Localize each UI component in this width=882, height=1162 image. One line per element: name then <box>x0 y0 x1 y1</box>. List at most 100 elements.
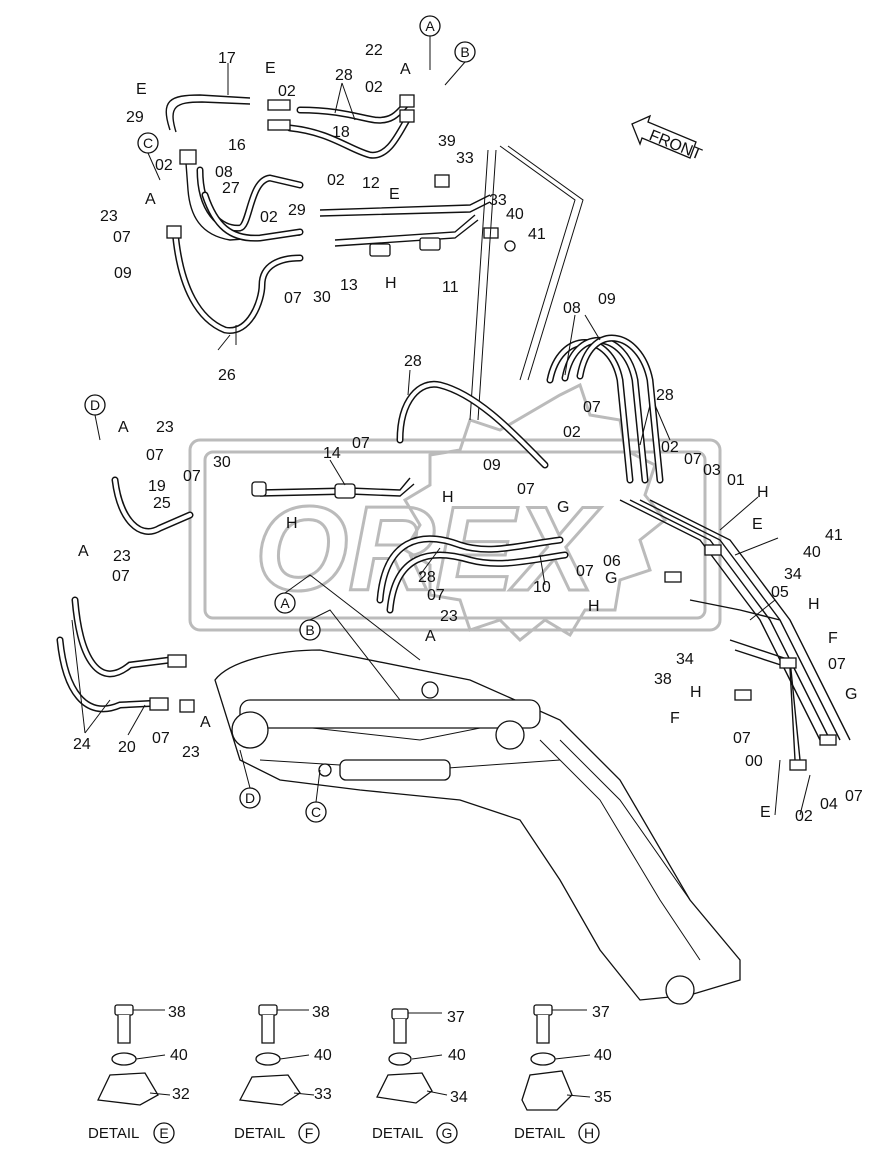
detail-washer-label: 40 <box>594 1047 612 1064</box>
detail-f: 38 40 33 DETAIL F <box>234 1004 332 1144</box>
detail-letter: G <box>442 1125 453 1141</box>
circle-ref-a-top: A <box>425 18 435 34</box>
part-label: 28 <box>335 67 353 84</box>
part-label: E <box>760 804 771 821</box>
detail-clamp-label: 32 <box>172 1086 190 1103</box>
boom-structure <box>214 649 741 1005</box>
part-label: 12 <box>362 175 380 192</box>
part-label: 07 <box>583 399 601 416</box>
detail-washer-label: 40 <box>448 1047 466 1064</box>
part-label: G <box>605 570 617 587</box>
part-label: 07 <box>733 730 751 747</box>
part-label: 07 <box>352 435 370 452</box>
part-label: A <box>200 714 211 731</box>
detail-bolt-label: 37 <box>592 1004 610 1021</box>
front-arrow: FRONT <box>631 114 705 164</box>
detail-clamp-label: 35 <box>594 1089 612 1106</box>
part-label: 07 <box>684 451 702 468</box>
part-label: 02 <box>260 209 278 226</box>
part-label: 29 <box>288 202 306 219</box>
part-label: 28 <box>418 569 436 586</box>
circle-ref-a-mid: A <box>280 595 290 611</box>
part-label: 07 <box>152 730 170 747</box>
part-label: 23 <box>113 548 131 565</box>
front-arrow-label: FRONT <box>647 127 705 163</box>
part-label: 07 <box>576 563 594 580</box>
part-label: 25 <box>153 495 171 512</box>
detail-bolt-label: 38 <box>168 1004 186 1021</box>
part-label: 09 <box>483 457 501 474</box>
detail-h: 37 40 35 DETAIL H <box>514 1004 612 1144</box>
part-label: 28 <box>656 387 674 404</box>
part-label: 07 <box>183 468 201 485</box>
circle-ref-c-bottom: C <box>311 804 321 820</box>
part-label: 02 <box>795 808 813 825</box>
circle-refs: A B C D A B D C <box>84 15 476 823</box>
detail-caption: DETAIL <box>88 1125 139 1142</box>
part-label: 07 <box>284 290 302 307</box>
detail-letter: F <box>305 1125 314 1141</box>
part-label: 27 <box>222 180 240 197</box>
part-label: 09 <box>114 265 132 282</box>
part-label: A <box>400 61 411 78</box>
part-label: H <box>286 515 298 532</box>
part-label: 39 <box>438 133 456 150</box>
detail-clamp-label: 33 <box>314 1086 332 1103</box>
part-label: E <box>752 516 763 533</box>
part-label: 33 <box>489 192 507 209</box>
detail-washer-label: 40 <box>314 1047 332 1064</box>
part-label: 07 <box>845 788 863 805</box>
part-label: 02 <box>155 157 173 174</box>
detail-caption: DETAIL <box>234 1125 285 1142</box>
part-label: 07 <box>828 656 846 673</box>
part-label: 02 <box>278 83 296 100</box>
detail-e: 38 40 32 DETAIL E <box>88 1004 190 1144</box>
circle-ref-b-top: B <box>460 44 469 60</box>
part-label: 30 <box>213 454 231 471</box>
part-label: A <box>145 191 156 208</box>
part-label: F <box>670 710 680 727</box>
detail-letter: H <box>584 1125 594 1141</box>
part-label: H <box>808 596 820 613</box>
part-label: 09 <box>598 291 616 308</box>
part-label: 23 <box>100 208 118 225</box>
part-label: 00 <box>745 753 763 770</box>
part-label: 07 <box>113 229 131 246</box>
part-label: 04 <box>820 796 838 813</box>
part-label: 38 <box>654 671 672 688</box>
part-label: 33 <box>456 150 474 167</box>
boom-tube-lines <box>469 145 851 771</box>
part-label: E <box>265 60 276 77</box>
detail-bolt-label: 37 <box>447 1009 465 1026</box>
circle-ref-d-bottom: D <box>245 790 255 806</box>
part-label: 14 <box>323 445 341 462</box>
part-label: H <box>690 684 702 701</box>
upper-hose-assembly <box>165 94 516 334</box>
part-label: E <box>136 81 147 98</box>
part-label: 23 <box>182 744 200 761</box>
part-label: 10 <box>533 579 551 596</box>
part-label: 02 <box>327 172 345 189</box>
part-label: 11 <box>442 279 459 296</box>
part-label: 13 <box>340 277 358 294</box>
part-label: 23 <box>156 419 174 436</box>
part-label: 05 <box>771 584 789 601</box>
part-label: 29 <box>126 109 144 126</box>
part-label: 30 <box>313 289 331 306</box>
part-label: H <box>442 489 454 506</box>
circle-ref-c-top: C <box>143 135 153 151</box>
part-label: A <box>118 419 129 436</box>
part-label: 07 <box>517 481 535 498</box>
part-label: H <box>385 275 397 292</box>
part-label: 02 <box>365 79 383 96</box>
part-label: 07 <box>427 587 445 604</box>
part-label: 08 <box>563 300 581 317</box>
detail-caption: DETAIL <box>372 1125 423 1142</box>
part-label: 24 <box>73 736 91 753</box>
detail-caption: DETAIL <box>514 1125 565 1142</box>
part-label: 17 <box>218 50 236 67</box>
part-label: A <box>425 628 436 645</box>
part-label: 28 <box>404 353 422 370</box>
part-label: 16 <box>228 137 246 154</box>
